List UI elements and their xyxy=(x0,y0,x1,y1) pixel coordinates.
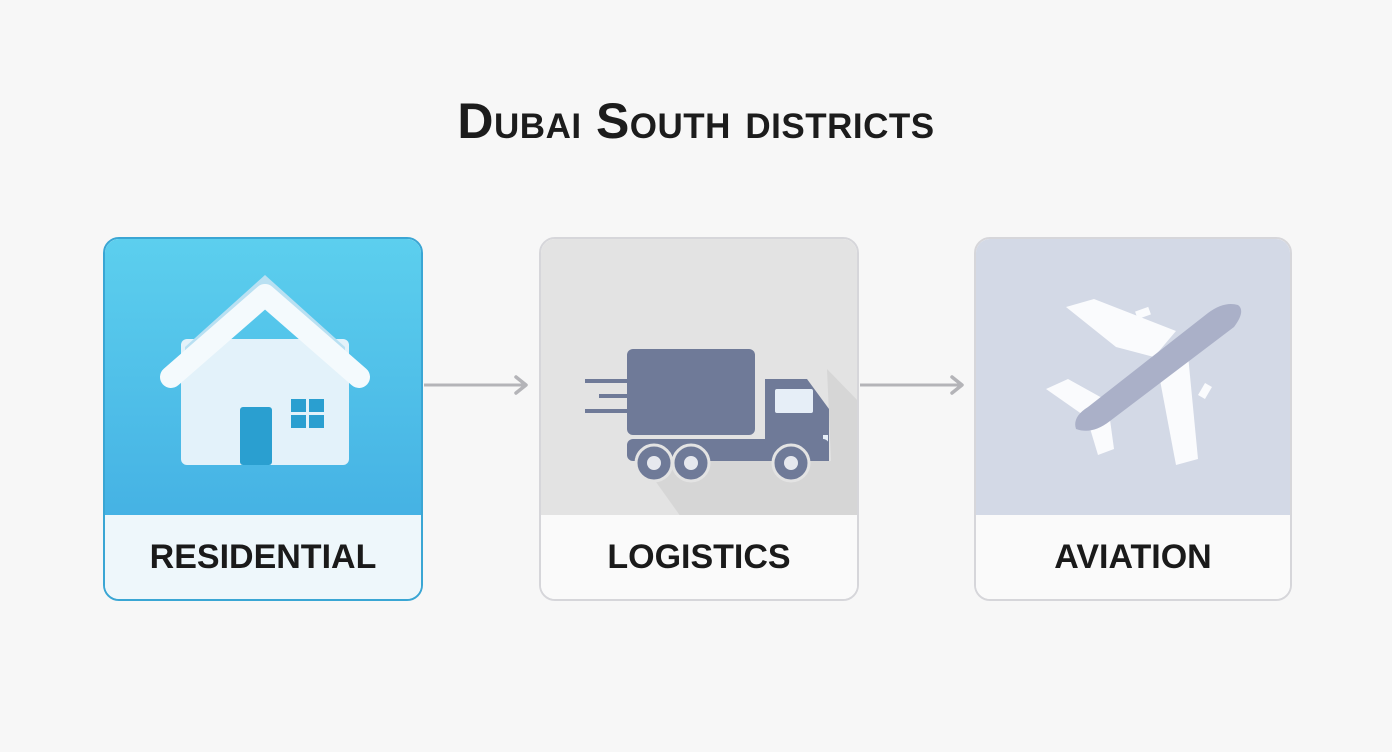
card-icon-area xyxy=(976,239,1290,517)
arrow-right-icon xyxy=(424,375,528,395)
airplane-icon xyxy=(1046,299,1242,465)
district-card-residential: RESIDENTIAL xyxy=(103,237,423,601)
truck-icon xyxy=(585,349,857,517)
district-card-aviation: AVIATION xyxy=(974,237,1292,601)
district-label: LOGISTICS xyxy=(541,515,857,599)
district-label: AVIATION xyxy=(976,515,1290,599)
card-icon-area xyxy=(105,239,421,517)
page-title: Dubai South districts xyxy=(457,93,935,149)
arrow-right-icon xyxy=(860,375,964,395)
card-icon-area xyxy=(541,239,857,517)
district-label: RESIDENTIAL xyxy=(105,515,421,599)
district-card-logistics: LOGISTICS xyxy=(539,237,859,601)
house-icon xyxy=(160,275,370,465)
